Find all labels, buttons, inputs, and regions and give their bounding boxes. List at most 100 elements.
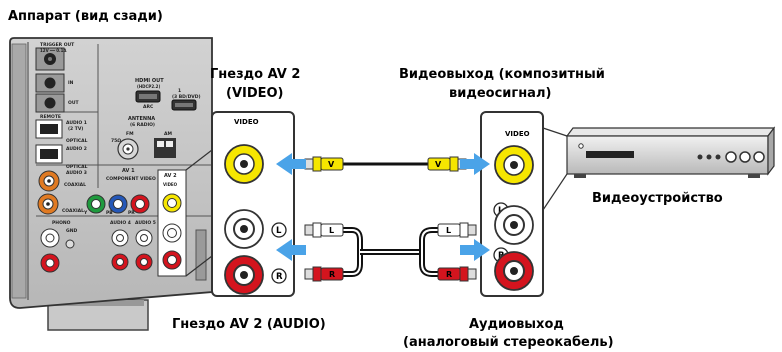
av2-jack-panel-zoom: VIDEO L R [211,111,295,297]
audio-plug-r-right-tip [467,268,477,280]
optical-2-port-inner [40,149,58,159]
device-button-1 [697,154,703,160]
component-pr-jack-ring [135,199,145,209]
audio-plug-l-left-body [320,223,344,237]
video-out-caption-line1: Видеовыход (композитный [399,67,605,82]
device-audio-l-jack-pin [510,221,518,229]
antenna-sub-label: (6 RADIO) [130,122,155,128]
bd-dvd-label: (3 BD/DVD) [172,94,201,100]
audio-cable-r-wire-right-core [421,252,440,275]
audio-plug-r-left-collar [312,266,322,282]
remote-in-label: IN [68,80,74,86]
zoom-callout-line-top [185,149,213,171]
receiver-foot-shadow [52,300,144,306]
arrow-left-audio [276,239,306,261]
hdmi-out-port-inner [139,94,157,99]
direction-arrows [276,153,490,261]
av2-audio-caption: Гнездо AV 2 (AUDIO) [172,317,326,332]
av2-audio-l-jack-pin [240,225,248,233]
am-terminal-a [157,141,164,147]
device-video-panel-label: VIDEO [505,130,530,138]
hdmi-in-label: 1 [178,88,181,94]
device-callout-line-bottom [542,173,568,211]
audio4-l-jack-ring [116,234,124,242]
fm-label: FM [126,131,134,137]
component-video-label: COMPONENT VIDEO [106,176,156,182]
coaxial-1-label: COAXIAL [64,182,86,188]
av2-panel-label: AV 2 [164,173,177,179]
arrow-right-audio [460,239,490,261]
fm-antenna-jack-pin [126,147,130,151]
video-device-illustration [565,126,776,178]
audio-plug-l-left-label: L [329,226,334,235]
audio-plug-r-right-collar [459,266,469,282]
audio2-label: AUDIO 2 [66,146,87,152]
device-button-2 [706,154,712,160]
unit-rear-caption: Аппарат (вид сзади) [8,9,163,24]
component-pb-label: PB [106,210,113,216]
av2-r-badge-label: R [276,272,283,282]
arrow-left-video [276,153,306,175]
audio-plug-l-right-tip [467,224,477,236]
audio1-sub-label: (2 TV) [68,126,83,132]
audio-plug-r-right-label: R [446,270,452,279]
av2-audio-r-jack-pin [240,271,248,279]
audio4-r-jack-ring [116,258,124,266]
device-button-5 [739,151,751,163]
video-plug-left-label: V [328,160,335,169]
receiver-rear-panel: TRIGGER OUT 12V ━━ 0.1A IN OUT REMOTE HD… [9,37,213,331]
am-terminal-b [166,141,173,147]
device-power-button [578,143,584,149]
video-plug-right-collar [449,156,459,172]
audio5-label: AUDIO 5 [135,220,156,226]
remote-out-jack [44,97,56,109]
remote-out-label: OUT [68,100,79,106]
trigger-out-sub-label: 12V ━━ 0.1A [40,48,67,53]
device-callout-line-top [542,127,568,137]
video-plug-left-body [320,157,344,171]
zoom-callout-line-bottom [185,255,213,277]
hdmi-sub-label: (HDCP2.2) [137,84,160,89]
component-pb-jack-ring [113,199,123,209]
audio-plug-l-right-collar [459,222,469,238]
av2-l-badge [271,222,287,238]
av2-video-caption-line2: (VIDEO) [226,86,284,101]
device-disc-tray [586,151,634,158]
antenna-label: ANTENNA [128,116,155,122]
device-output-panel-zoom: VIDEO L R [480,111,544,297]
phono-label: PHONO [52,220,71,226]
stereo-audio-cable: L R L R [304,222,477,282]
video-plug-right-label: V [435,160,442,169]
video-out-caption-line2: видеосигнал) [449,86,551,101]
coaxial-2-label: COAXIAL [62,208,84,214]
audio-cable-l-wire-right-core [421,229,440,252]
device-video-jack-pin [510,161,518,169]
av2-r-badge [271,268,287,284]
panel-edge-block [195,229,207,281]
audio-plug-l-left-tip [304,224,314,236]
av1-label: AV 1 [122,168,135,174]
device-foot-right [748,174,760,178]
am-label: AM [164,131,172,137]
audio4-label: AUDIO 4 [110,220,131,226]
trigger-out-jack-pin [48,57,52,61]
audio3-label: AUDIO 3 [66,170,87,176]
arrow-right-video [460,153,490,175]
device-side [767,126,775,176]
receiver-side-vent [11,43,27,299]
audio-out-caption-line1: Аудиовыход [469,317,564,332]
av2-panel-r-jack-ring [167,255,177,265]
audio-out-caption-line2: (аналоговый стереокабель) [403,335,614,350]
device-button-6 [753,151,765,163]
audio1-label: AUDIO 1 [66,120,87,126]
coaxial-2-jack-pin [46,202,50,206]
av2-l-badge-label: L [276,226,282,236]
av2-video-panel-label: VIDEO [234,118,259,126]
audio-plug-r-left-tip [304,268,314,280]
av2-video-caption-line1: Гнездо AV 2 [210,67,300,82]
coaxial-1-jack-pin [47,179,51,183]
audio5-l-jack-ring [140,234,148,242]
hdmi-out-label: HDMI OUT [135,78,164,84]
